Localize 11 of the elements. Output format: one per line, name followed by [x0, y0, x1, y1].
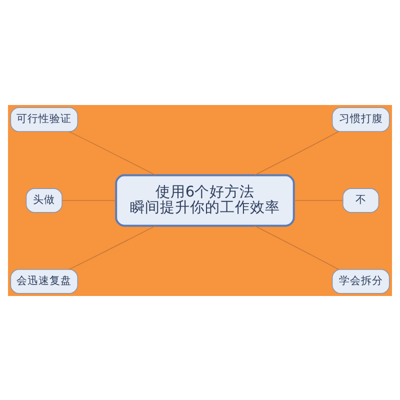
connector	[254, 130, 339, 176]
node-box: 会迅速复盘	[10, 268, 78, 294]
node-box: 头做	[26, 188, 62, 212]
node-box: 不	[342, 188, 380, 212]
connector	[68, 130, 156, 176]
node-box: 学会拆分	[332, 268, 390, 294]
connector	[68, 224, 156, 270]
node-box: 可行性验证	[10, 106, 78, 132]
connector	[254, 224, 339, 270]
node-box: 习惯打腹	[332, 106, 390, 132]
node-box: 使用6个好方法瞬间提升你的工作效率	[115, 174, 295, 226]
